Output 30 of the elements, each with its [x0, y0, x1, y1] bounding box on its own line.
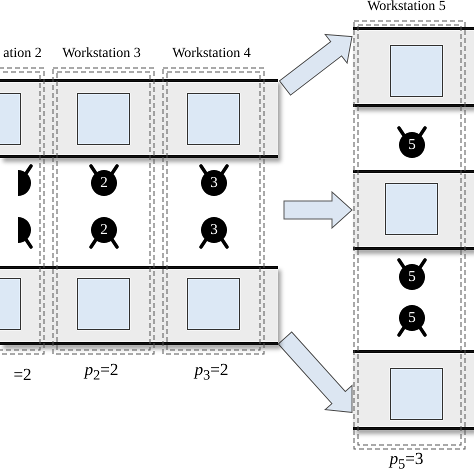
machine-box	[0, 93, 21, 145]
conveyor-belt	[353, 170, 474, 250]
block-arrow	[278, 331, 352, 413]
robot-number: 2	[99, 175, 109, 191]
parameter-label: =2	[12, 365, 33, 385]
machine-box	[77, 93, 130, 145]
block-arrow	[284, 190, 353, 230]
machine-box	[390, 368, 443, 420]
robot-number: 2	[99, 222, 109, 238]
robot-number: 5	[407, 310, 417, 326]
workstation-title: Workstation 4	[171, 45, 252, 63]
parameter-label: p$_{5}$=3	[388, 448, 424, 474]
machine-box	[385, 183, 438, 235]
robot-number: 3	[209, 222, 219, 238]
machine-box	[77, 278, 130, 330]
robot-number: 5	[407, 269, 417, 285]
machine-box	[187, 93, 240, 145]
workstation-title: Workstation 5	[366, 0, 447, 16]
robot-number: 3	[209, 175, 219, 191]
machine-box	[0, 278, 21, 330]
block-arrow	[278, 34, 353, 96]
machine-box	[390, 45, 443, 97]
workstation-title: ation 2	[2, 45, 43, 63]
robot-number: 5	[407, 137, 417, 153]
conveyor-belt	[353, 27, 474, 107]
conveyor-belt	[353, 350, 474, 430]
parameter-label: p$_{2}$=2	[82, 360, 120, 385]
machine-box	[187, 278, 240, 330]
workstation-title: Workstation 3	[61, 45, 142, 63]
parameter-label: p$_{3}$=2	[192, 360, 230, 385]
